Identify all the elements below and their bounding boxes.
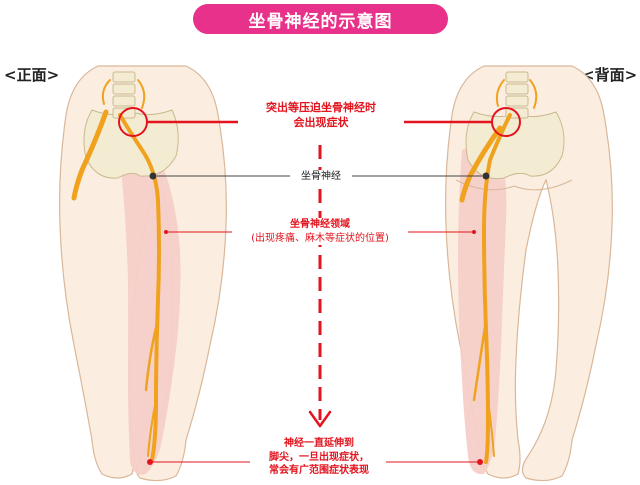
back-view-label: <背面> [582,66,638,84]
back-spine-vertebra [505,71,529,83]
connectors [147,120,492,463]
front-body [59,65,227,482]
extension-annotation-line1: 神经一直延伸到 [284,438,354,449]
area-annotation: 坐骨神经领域 (出现疼痛、麻木等症状的位置) [232,218,408,245]
front-spine-vertebra [112,95,136,107]
front-spine-vertebra [112,71,136,83]
arrow-head [308,410,332,428]
area-annotation-title: 坐骨神经领域 [290,219,350,230]
back-buttock-line [455,179,573,191]
back-spine-vertebra [505,83,529,95]
back-body [445,65,613,482]
front-nerve-branch [137,79,146,109]
diagram-title: 坐骨神经的示意图 [193,4,448,34]
back-sciatic-nerve [481,113,512,464]
back-spine-vertebra [505,95,529,107]
compression-annotation: 突出等压迫坐骨神经时 会出现症状 [240,101,402,131]
compression-annotation-line2: 会出现症状 [293,115,349,129]
back-nerve-branch [472,318,488,402]
back-left-leg-nerve-area [458,145,507,475]
front-nerve-branch [71,109,109,201]
front-hip-bone [83,109,179,179]
front-nerve-branch [101,79,111,105]
extension-annotation-line3: 常会有广范围症状表现 [269,465,369,476]
front-nerve-branch [147,399,157,457]
extension-annotation-line2: 脚尖，一旦出现症状， [269,451,369,463]
back-nerve-dot [482,172,490,180]
compression-annotation-line1: 突出等压迫坐骨神经时 [266,101,376,114]
front-foot-dot [147,459,153,465]
extension-annotation: 神经一直延伸到 脚尖，一旦出现症状， 常会有广范围症状表现 [252,437,386,478]
back-foot-dot [477,459,483,465]
front-area-dot [164,230,168,234]
front-spine-vertebra [112,83,136,95]
nerve-label: 坐骨神经 [290,170,352,184]
area-annotation-detail: (出现疼痛、麻木等症状的位置) [251,232,389,244]
front-right-leg-nerve-area [120,140,181,475]
back-nerve-branch [529,79,538,109]
front-view-label: <正面> [4,66,60,84]
back-nerve-branch [495,79,505,107]
front-spine-vertebra [112,107,136,119]
back-area-dot [472,230,476,234]
front-nerve-branch [144,318,160,392]
front-nerve-dot [149,172,157,180]
back-nerve-branch [487,399,495,457]
